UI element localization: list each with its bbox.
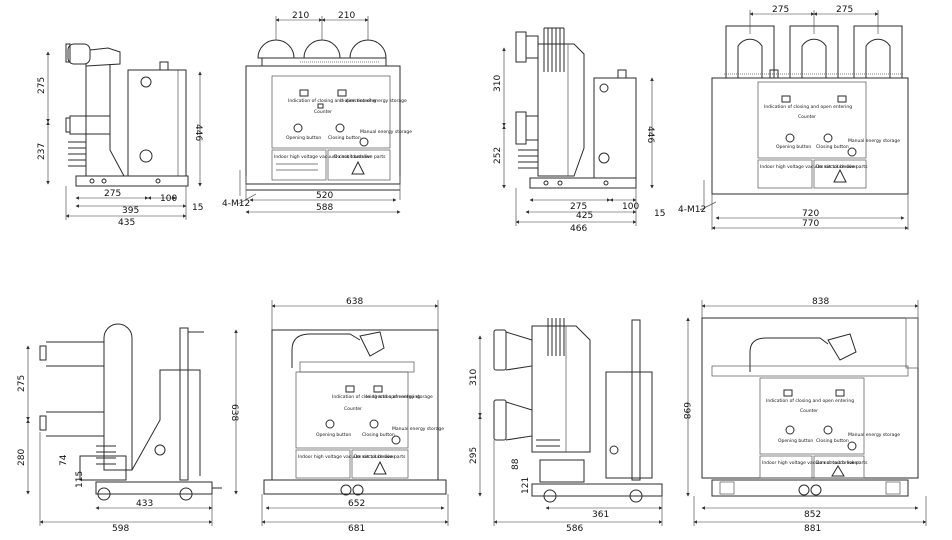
dim-115: 115 xyxy=(75,471,85,488)
dim-15b: 15 xyxy=(654,209,665,219)
dim-446b: 446 xyxy=(645,126,655,143)
dim-275e: 275 xyxy=(836,5,853,15)
label-opening: Opening button xyxy=(286,135,321,141)
label-manual-c: Manual energy storage xyxy=(392,426,444,432)
dim-435: 435 xyxy=(118,218,135,228)
dim-275b: 275 xyxy=(104,189,121,199)
dim-310b: 310 xyxy=(469,369,479,386)
label-warning-d: Do not touch live parts xyxy=(816,460,868,466)
dim-520: 520 xyxy=(316,191,333,201)
view-top-left-front: 210 210 Indication of closing and open e… xyxy=(222,11,412,214)
label-manual: Manual energy storage xyxy=(360,129,412,135)
dim-275c: 275 xyxy=(570,202,587,212)
label-closing-indication-b: Indication of closing and open entering xyxy=(764,104,852,110)
label-opening-d: Opening button xyxy=(778,438,813,444)
view-bottom-right-side: 310 295 698 88 121 361 586 xyxy=(469,317,691,534)
dim-295: 295 xyxy=(469,447,479,464)
view-top-right-front: 275 275 Indication of closing and open e… xyxy=(678,5,909,230)
dim-280: 280 xyxy=(17,449,27,466)
dim-15: 15 xyxy=(192,203,203,213)
dim-121: 121 xyxy=(521,477,531,494)
label-opening-b: Opening button xyxy=(776,144,811,150)
label-closing-d: Closing button xyxy=(816,438,849,444)
dim-425: 425 xyxy=(576,211,593,221)
dim-770: 770 xyxy=(802,219,819,229)
label-counter-d: Counter xyxy=(800,408,818,414)
dim-681: 681 xyxy=(348,524,365,534)
dim-881: 881 xyxy=(804,524,821,534)
label-energy-direction: In direction of energy storage xyxy=(340,98,407,104)
dim-698: 698 xyxy=(681,402,691,419)
label-manual-b: Manual energy storage xyxy=(848,138,900,144)
label-warning-c: Do not touch live parts xyxy=(354,454,406,460)
label-nameplate: Indoor high voltage vacuum circuit break… xyxy=(274,154,371,160)
dim-210a: 210 xyxy=(292,11,309,21)
label-counter-b: Counter xyxy=(798,114,816,120)
dim-586: 586 xyxy=(566,524,583,534)
contact-plates xyxy=(543,27,565,72)
dim-74: 74 xyxy=(59,454,69,466)
dim-598: 598 xyxy=(112,524,129,534)
label-closing-indication-c: Indication of closing and open entering xyxy=(332,394,420,400)
dim-466: 466 xyxy=(570,224,587,234)
view-bottom-left-side: 275 280 638 74 115 433 598 xyxy=(17,323,239,534)
view-bottom-left-front: 638 Indication of closing and open enter… xyxy=(261,297,449,534)
label-closing-c: Closing button xyxy=(362,432,395,438)
dim-100: 100 xyxy=(160,194,177,204)
label-warning-b: Do not touch live parts xyxy=(816,164,868,170)
label-nameplate-b: Indoor high voltage vacuum circuit break… xyxy=(760,164,857,170)
dim-588: 588 xyxy=(316,203,333,213)
dim-237: 237 xyxy=(37,143,47,160)
dim-88: 88 xyxy=(511,458,521,470)
label-energy-direction-c: In direction of energy storage xyxy=(366,394,433,400)
label-nameplate-d: Indoor high voltage vacuum circuit break… xyxy=(762,460,859,466)
dim-m12: 4-M12 xyxy=(222,199,250,209)
dim-275f: 275 xyxy=(17,375,27,392)
dim-361: 361 xyxy=(592,510,609,520)
insulator-fins xyxy=(68,141,86,167)
label-counter: Counter xyxy=(314,109,332,115)
label-nameplate-c: Indoor high voltage vacuum circuit break… xyxy=(298,454,395,460)
dim-310: 310 xyxy=(493,75,503,92)
view-bottom-right-front: 838 Indication of closing and open enter… xyxy=(693,297,927,534)
dim-720: 720 xyxy=(802,209,819,219)
label-closing-indication: Indication of closing and open entering xyxy=(288,98,376,104)
dim-446: 446 xyxy=(193,124,203,141)
view-top-right-side: 310 252 446 275 100 15 425 466 xyxy=(493,27,665,234)
dim-m12b: 4-M12 xyxy=(678,205,706,215)
dim-275: 275 xyxy=(37,77,47,94)
label-closing-b: Closing button xyxy=(816,144,849,150)
dim-852: 852 xyxy=(804,510,821,520)
label-manual-d: Manual energy storage xyxy=(848,432,900,438)
dim-395: 395 xyxy=(122,206,139,216)
dim-638b: 638 xyxy=(346,297,363,307)
label-closing: Closing button xyxy=(328,135,361,141)
dim-275d: 275 xyxy=(772,5,789,15)
dim-210b: 210 xyxy=(338,11,355,21)
dim-252: 252 xyxy=(493,147,503,164)
label-warning: Do not touch live parts xyxy=(334,154,386,160)
dim-433: 433 xyxy=(136,499,153,509)
dim-838: 838 xyxy=(812,297,829,307)
label-counter-c: Counter xyxy=(344,406,362,412)
dim-652: 652 xyxy=(348,499,365,509)
dim-638: 638 xyxy=(229,404,239,421)
view-top-left-side: 275 237 446 275 100 15 395 435 xyxy=(37,43,203,228)
label-closing-indication-d: Indication of closing and open entering xyxy=(766,398,854,404)
dim-100b: 100 xyxy=(622,202,639,212)
label-opening-c: Opening button xyxy=(316,432,351,438)
